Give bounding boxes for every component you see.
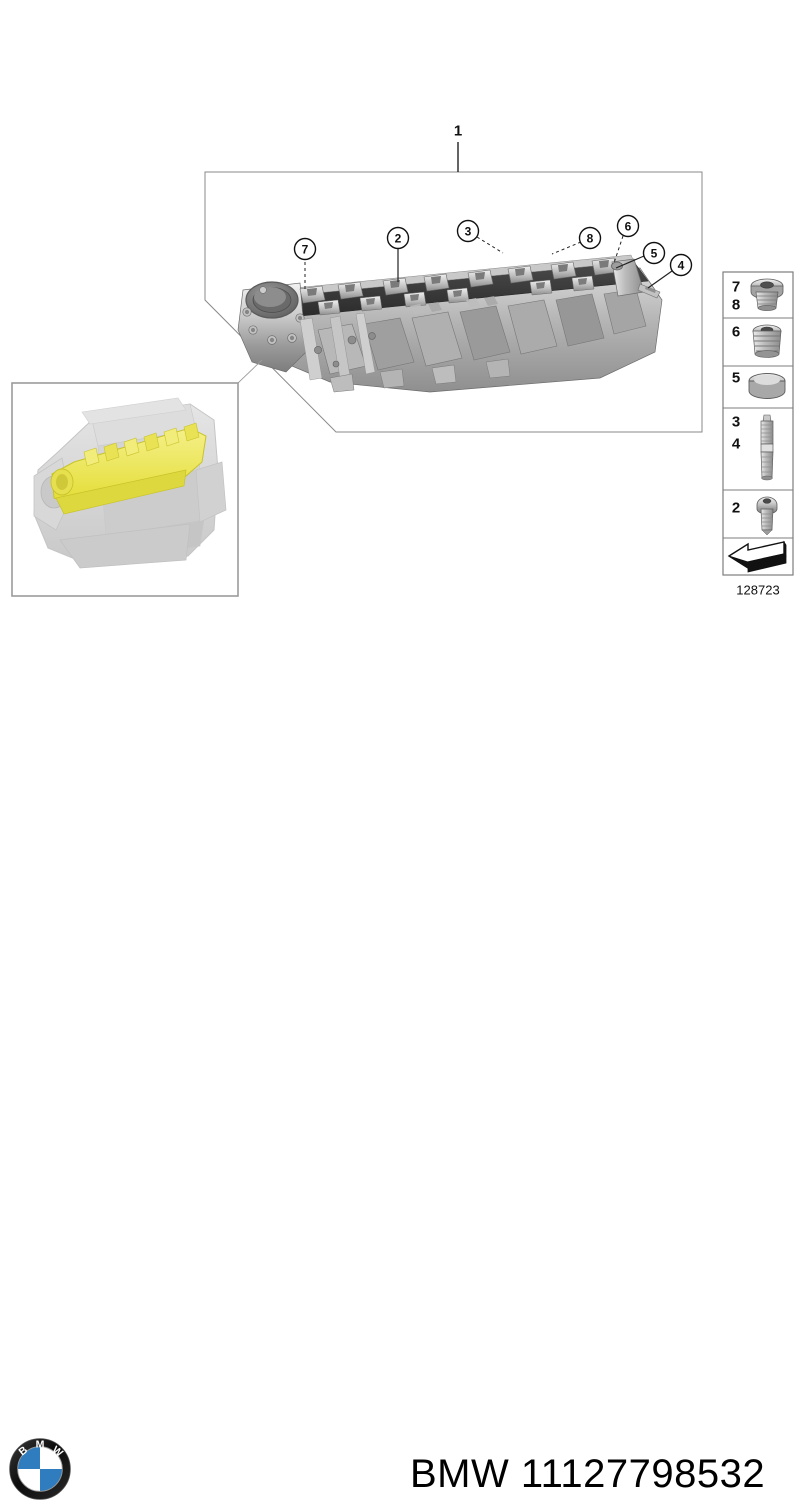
legend-number-3: 3 bbox=[732, 414, 740, 431]
callout-6[interactable]: 6 bbox=[613, 214, 640, 264]
callout-5-label: 5 bbox=[651, 247, 658, 261]
stud-dowel-icon bbox=[760, 414, 774, 481]
legend-number-8: 8 bbox=[732, 297, 740, 314]
legend-row-5[interactable]: 5 bbox=[732, 370, 786, 399]
part-number-label: BMW 11127798532 bbox=[410, 1452, 766, 1496]
engine-context-inset[interactable] bbox=[11, 359, 263, 597]
body-ribs bbox=[299, 312, 376, 381]
view-direction-arrow-icon bbox=[727, 540, 787, 573]
callout-7-label: 7 bbox=[302, 243, 309, 257]
bearing-caps-front bbox=[317, 275, 595, 316]
legend-row-7-8[interactable]: 7 8 bbox=[732, 278, 784, 314]
diagram-stage: 1 bbox=[11, 123, 794, 598]
group-callout-1[interactable]: 1 bbox=[454, 123, 462, 173]
threaded-plug-icon bbox=[752, 324, 782, 358]
legend-row-6[interactable]: 6 bbox=[732, 324, 782, 358]
legend-number-7: 7 bbox=[732, 279, 740, 296]
parts-legend-panel: 7 8 6 bbox=[722, 271, 794, 598]
deck-detail bbox=[410, 296, 498, 314]
group-callout-1-label: 1 bbox=[454, 123, 462, 140]
legend-row-3-4[interactable]: 3 4 bbox=[732, 414, 774, 481]
parts-diagram-page: 1 bbox=[0, 123, 800, 1500]
bearing-caps bbox=[299, 257, 618, 304]
callout-3[interactable]: 3 bbox=[456, 219, 504, 254]
diagram-id-label: 128723 bbox=[736, 583, 779, 598]
callout-4-label: 4 bbox=[678, 259, 685, 273]
socket-head-bolt-icon bbox=[756, 496, 778, 536]
callout-group: 7 2 3 8 bbox=[293, 214, 693, 293]
legend-number-6: 6 bbox=[732, 324, 740, 341]
callout-5[interactable]: 5 bbox=[615, 241, 666, 269]
callout-2[interactable]: 2 bbox=[386, 226, 410, 283]
bmw-logo: B M W bbox=[9, 1438, 71, 1500]
legend-number-4: 4 bbox=[732, 436, 741, 453]
callout-8-label: 8 bbox=[587, 232, 594, 246]
legend-row-2[interactable]: 2 bbox=[732, 496, 778, 536]
inset-highlight-cylinder-head bbox=[50, 422, 207, 515]
callout-2-label: 2 bbox=[395, 232, 402, 246]
footer-bar: B M W BMW 11127798532 bbox=[0, 715, 800, 1500]
disc-cap-icon bbox=[748, 373, 786, 399]
callout-4[interactable]: 4 bbox=[647, 253, 693, 289]
hex-socket-plug-icon bbox=[750, 278, 784, 311]
callout-6-label: 6 bbox=[625, 220, 632, 234]
callout-3-label: 3 bbox=[465, 225, 472, 239]
cylinder-head-render bbox=[237, 254, 663, 393]
legend-number-2: 2 bbox=[732, 500, 740, 517]
callout-8[interactable]: 8 bbox=[551, 226, 602, 255]
legend-row-view-arrow[interactable] bbox=[727, 540, 787, 573]
bmw-logo-letter-m: M bbox=[36, 1438, 45, 1450]
legend-number-5: 5 bbox=[732, 370, 740, 387]
port-castings bbox=[317, 288, 647, 375]
main-group-outline bbox=[204, 171, 703, 433]
callout-7[interactable]: 7 bbox=[293, 237, 317, 293]
